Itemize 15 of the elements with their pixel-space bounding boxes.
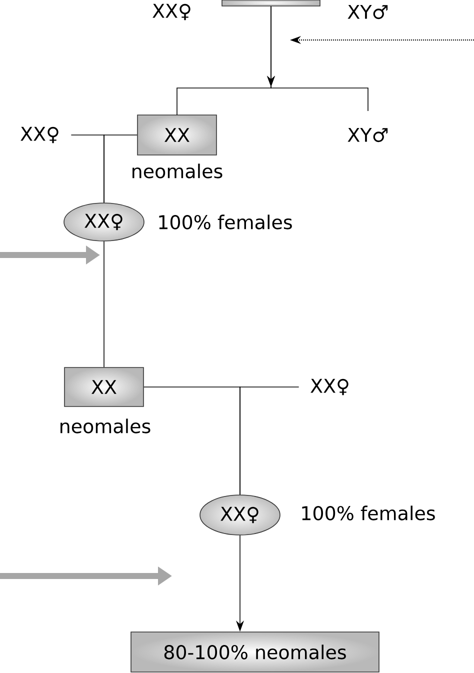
process-box: XX (64, 367, 144, 407)
node-caption: 100% females (159, 214, 292, 230)
genotype-label: XX♀ (310, 378, 348, 396)
node-caption: neomales (132, 164, 222, 178)
process-box: XX (137, 114, 217, 156)
genotype-label: XY♂ (348, 128, 388, 142)
process-box (222, 0, 320, 6)
connector-line (104, 134, 138, 204)
connector-line (240, 386, 300, 495)
genotype-label: XY♂ (348, 4, 388, 20)
genotype-label: XX♀ (20, 126, 58, 144)
node-caption: 100% females (302, 506, 435, 520)
node-caption: neomales (60, 418, 150, 434)
genotype-label: XX♀ (152, 4, 190, 20)
process-box: 80-100% neomales (130, 632, 380, 672)
